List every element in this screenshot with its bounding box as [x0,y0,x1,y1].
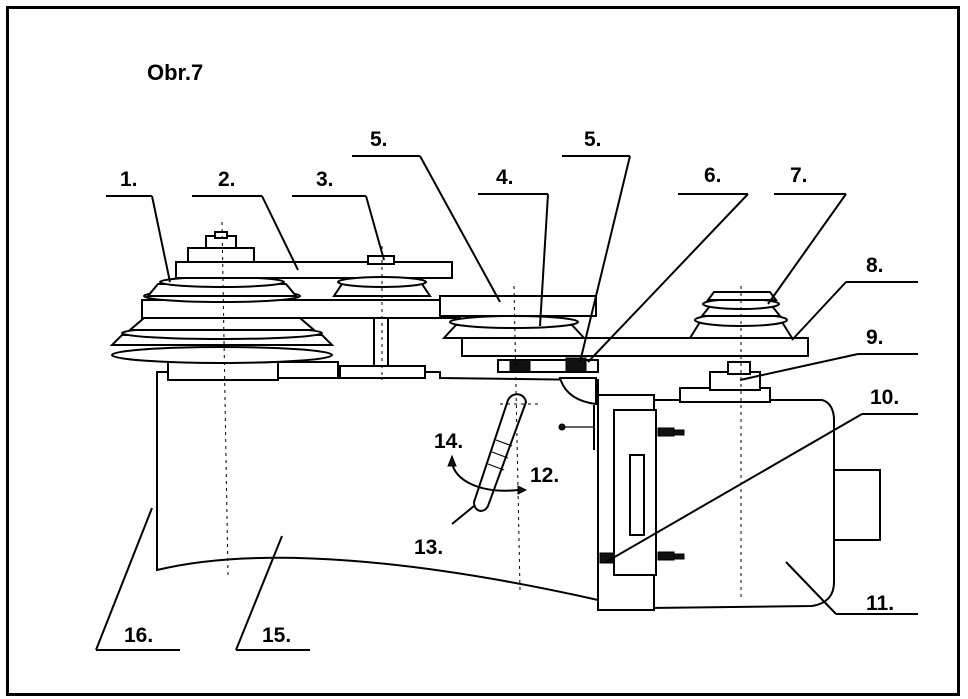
label-11: 11. [866,592,894,615]
label-5-right: 5. [584,128,602,151]
figure-title: Obr.7 [147,60,203,85]
label-8: 8. [866,254,884,277]
lower-belt-plate [461,337,809,406]
center-lines [221,221,742,600]
label-15: 15. [262,624,291,647]
label-4: 4. [496,166,514,189]
label-13: 13. [414,536,443,559]
label-10: 10. [870,386,899,409]
motor-housing [558,361,881,611]
label-14: 14. [434,430,463,453]
label-1: 1. [120,168,138,191]
label-6: 6. [704,164,722,187]
label-3: 3. [316,168,334,191]
leader-lines [95,155,918,651]
label-9: 9. [866,326,884,349]
figure-frame [6,6,960,696]
label-16: 16. [124,624,153,647]
pulley-4 [439,295,597,339]
label-2: 2. [218,168,236,191]
label-12: 12. [530,464,559,487]
label-5-left: 5. [370,128,388,151]
label-7: 7. [790,164,808,187]
adjustment-lever [447,393,528,512]
pulley-1 [109,231,461,364]
